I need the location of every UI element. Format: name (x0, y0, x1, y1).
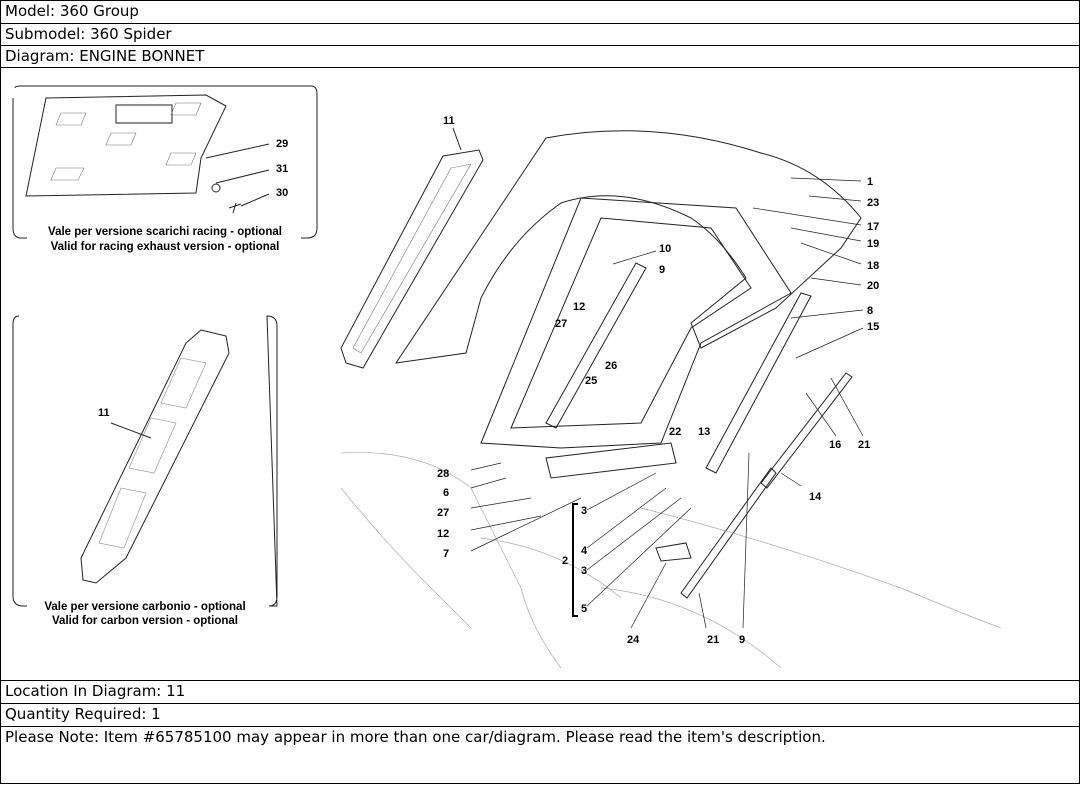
callout-25: 25 (585, 375, 597, 387)
callout-28: 28 (437, 468, 449, 480)
racing-cover-opening (115, 104, 173, 124)
callout-15: 15 (867, 321, 879, 333)
callout-27-top: 27 (555, 318, 567, 330)
callout-24: 24 (627, 634, 640, 646)
hinge-bar-right-part (705, 292, 812, 474)
inset-carbon-frame (12, 315, 278, 607)
callout-10: 10 (659, 243, 671, 255)
callout-7: 7 (443, 548, 449, 560)
bonnet-frame-inner (510, 217, 752, 429)
callout-17: 17 (867, 221, 879, 233)
callout-8: 8 (867, 305, 873, 317)
callout-20: 20 (867, 280, 879, 292)
submodel-label: Submodel: 360 Spider (1, 24, 1079, 46)
callout-31: 31 (276, 163, 288, 175)
diagram-drawing: Vale per versione scarichi racing - opti… (12, 85, 1002, 669)
callout-22: 22 (669, 426, 681, 438)
callout-21-bottom: 21 (707, 634, 719, 646)
callout-13: 13 (698, 426, 710, 438)
lower-bracket-part (545, 442, 677, 479)
callout-11-carbon: 11 (98, 407, 110, 419)
callout-29: 29 (276, 138, 288, 150)
racing-caption-it: Vale per versione scarichi racing - opti… (48, 226, 282, 238)
callout-4: 4 (581, 545, 588, 557)
callout-5: 5 (581, 603, 587, 615)
racing-cover-part (25, 94, 227, 197)
callout-16: 16 (829, 439, 841, 451)
callout-6: 6 (443, 487, 449, 499)
callout-9-top: 9 (659, 264, 665, 276)
callout-23: 23 (867, 197, 879, 209)
quantity-label: Quantity Required: 1 (1, 704, 1079, 727)
carbon-cover-part (80, 329, 230, 584)
callout-3-top: 3 (581, 505, 587, 517)
callout-18: 18 (867, 260, 879, 272)
callout-11-main: 11 (443, 115, 455, 127)
inset-racing-frame (12, 85, 318, 239)
exploded-diagram: Vale per versione scarichi racing - opti… (1, 68, 1079, 681)
bonnet-shell-part (394, 130, 862, 364)
note-text: Please Note: Item #65785100 may appear i… (5, 728, 826, 746)
bonnet-frame-part (480, 197, 792, 449)
vent-grille-part (340, 149, 484, 369)
callout-9-bottom: 9 (739, 634, 745, 646)
callout-12-top: 12 (573, 301, 585, 313)
carbon-caption-en: Valid for carbon version - optional (52, 615, 238, 627)
gas-strut-part (680, 467, 777, 599)
hinge-bar-part (545, 262, 647, 429)
callout-2: 2 (562, 555, 568, 567)
carbon-caption-it: Vale per versione carbonio - optional (44, 601, 245, 613)
callout-1: 1 (867, 176, 873, 188)
callout-3-bottom: 3 (581, 565, 587, 577)
callout-14: 14 (809, 491, 822, 503)
model-label: Model: 360 Group (1, 1, 1079, 24)
callout-30: 30 (276, 187, 288, 199)
diagram-title: Diagram: ENGINE BONNET (1, 46, 1079, 68)
callout-27-bottom: 27 (437, 507, 449, 519)
racing-caption-en: Valid for racing exhaust version - optio… (51, 241, 280, 253)
callout-21-right: 21 (858, 439, 870, 451)
location-label: Location In Diagram: 11 (1, 681, 1079, 704)
callout-12-bottom: 12 (437, 528, 449, 540)
callout-19: 19 (867, 238, 879, 250)
bracket-24-part (655, 542, 692, 562)
callout-26: 26 (605, 360, 617, 372)
